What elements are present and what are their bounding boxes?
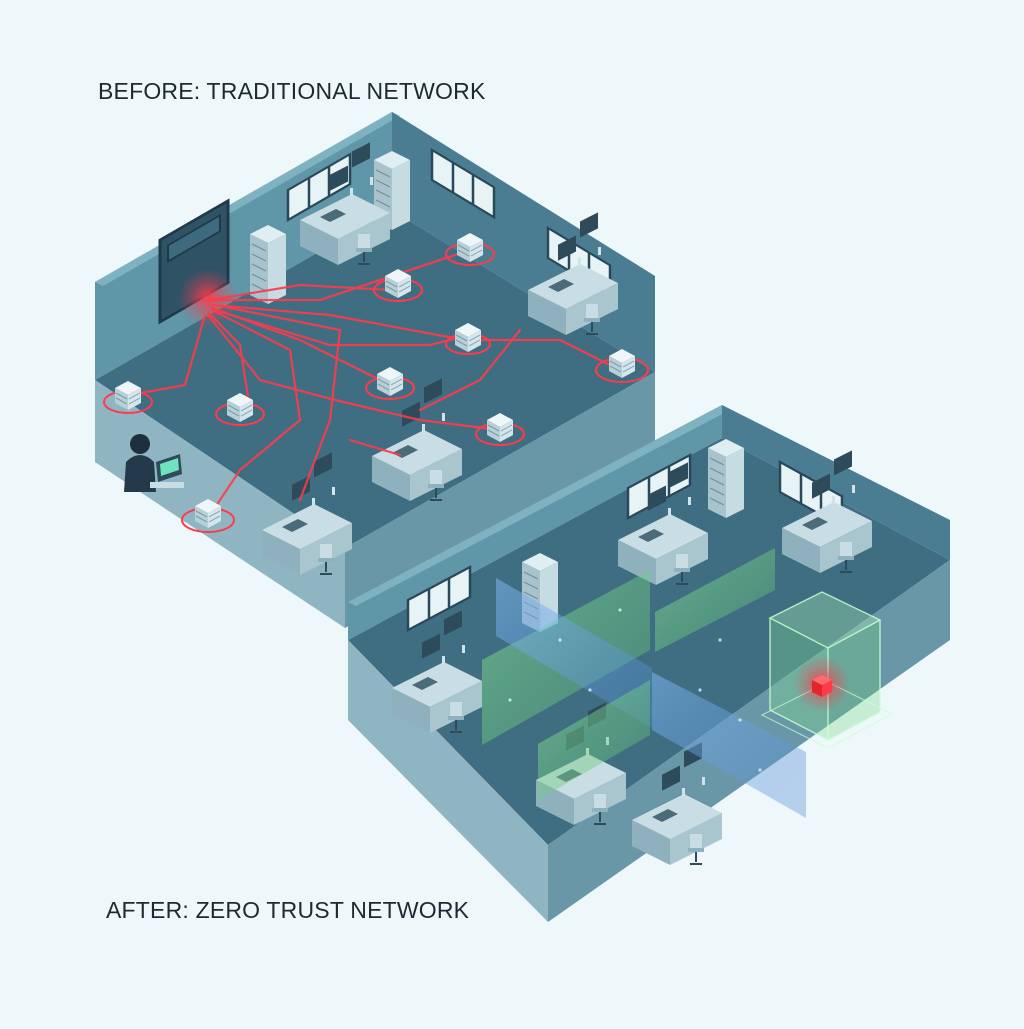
server-node [215,392,265,426]
before-caption: BEFORE: TRADITIONAL NETWORK [98,78,486,104]
server-node [365,366,415,400]
server-node [445,322,491,355]
server-node [595,348,649,383]
after-room [348,405,950,922]
server-node [445,232,495,266]
server-rack-icon [707,438,745,519]
segment-barrier [538,680,650,800]
server-node [103,380,153,414]
quarantine-cube-icon [760,591,894,749]
server-node [373,268,423,302]
segment-barrier [655,548,775,652]
segment-barrier [496,578,652,728]
before-room [95,112,655,628]
server-node [475,412,525,446]
segment-barrier [652,672,806,818]
after-caption: AFTER: ZERO TRUST NETWORK [106,897,470,923]
server-node [181,498,235,533]
micro-segmentation-barriers [482,548,806,818]
lateral-movement-links [128,248,622,517]
attacker-icon [124,434,184,492]
network-nodes [103,232,649,533]
after-wall-right [722,405,950,560]
after-wall-left-rim [348,405,730,606]
